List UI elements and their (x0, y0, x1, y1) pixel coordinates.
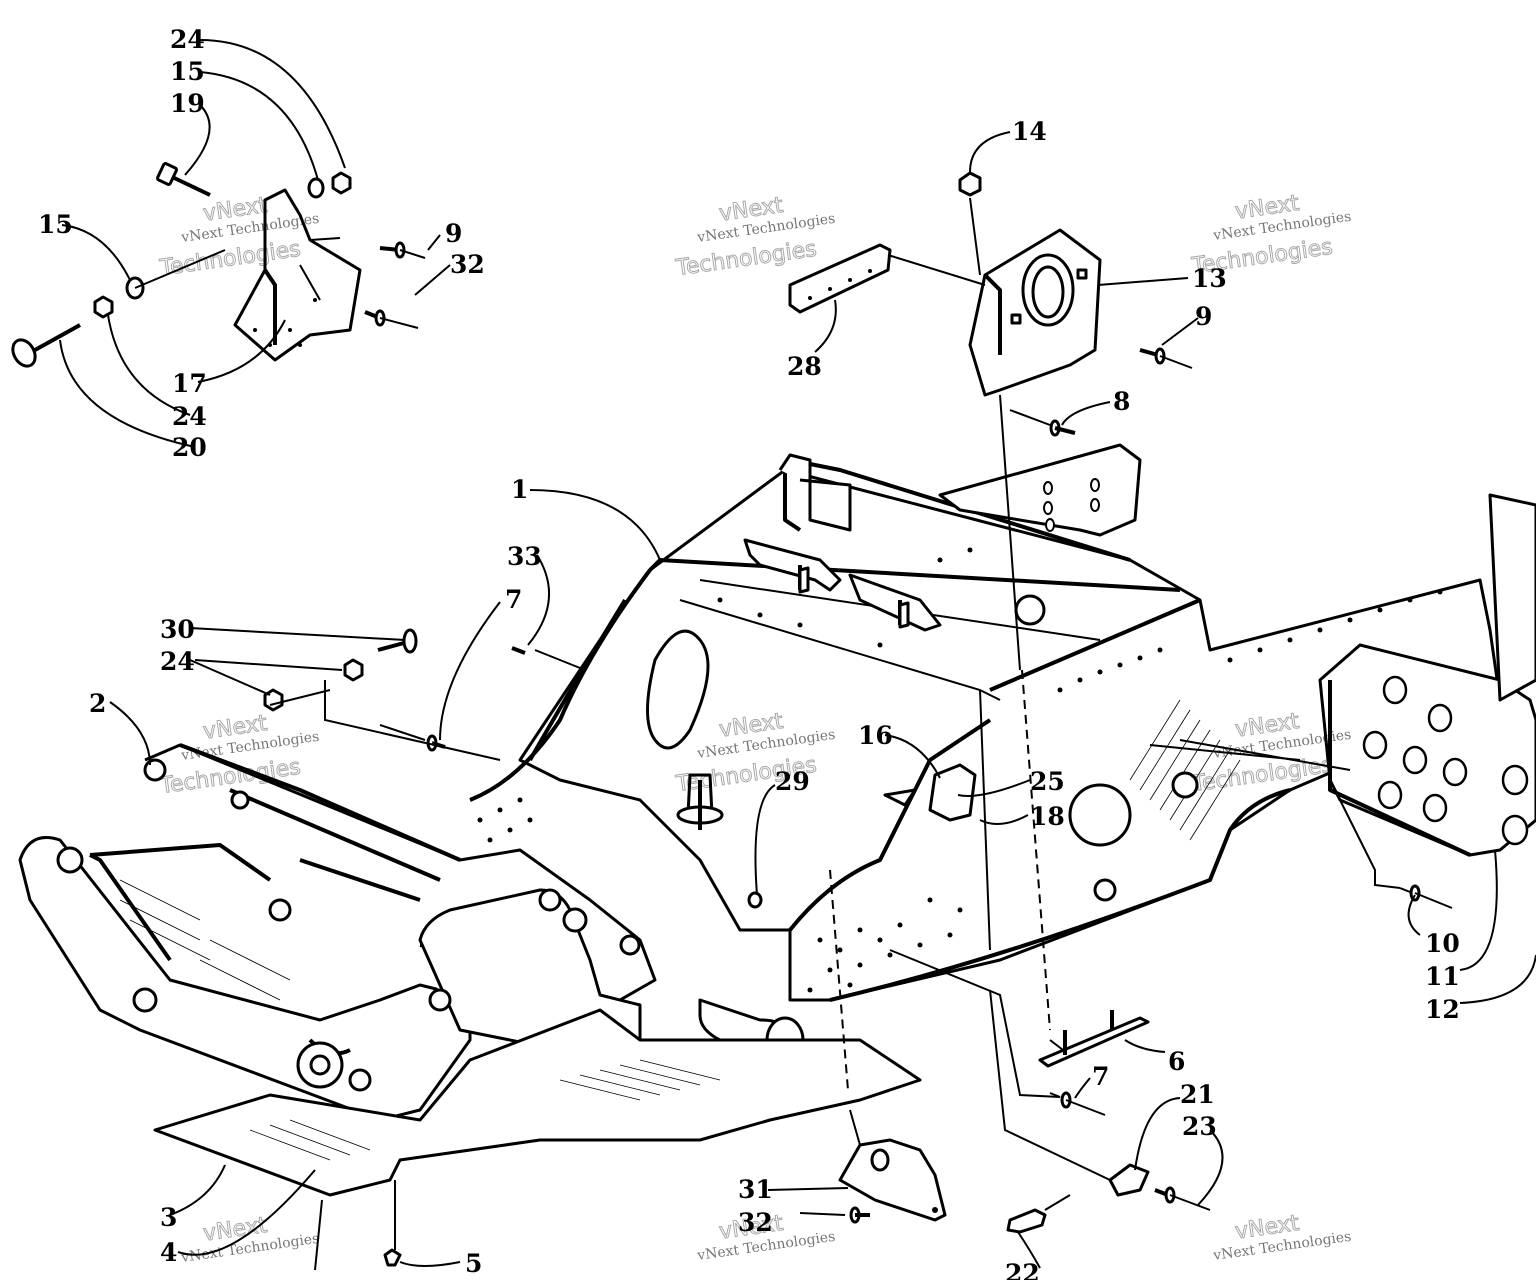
label-14: 14 (1012, 117, 1047, 146)
label-17: 17 (172, 369, 207, 398)
front-bumper-assembly (18, 743, 657, 1122)
label-4: 4 (160, 1238, 177, 1267)
label-10: 10 (1425, 929, 1460, 958)
strip-6 (1038, 1010, 1150, 1068)
label-16: 16 (858, 721, 893, 750)
svg-text:Technologies: Technologies (674, 237, 818, 282)
label-13: 13 (1192, 264, 1227, 293)
label-7-upper: 7 (505, 585, 522, 614)
label-32-bottom: 32 (738, 1208, 773, 1237)
label-5: 5 (465, 1249, 482, 1278)
label-2: 2 (89, 689, 106, 718)
bracket-16 (883, 763, 977, 822)
label-30: 30 (160, 615, 195, 644)
right-footrest-block (1318, 493, 1536, 857)
label-15-left: 15 (38, 210, 73, 239)
label-28: 28 (787, 352, 822, 381)
label-22: 22 (1005, 1259, 1040, 1280)
label-32-top: 32 (450, 250, 485, 279)
nut-14 (958, 171, 982, 197)
steering-bracket-17 (11, 162, 362, 368)
label-9-left: 9 (445, 219, 462, 248)
svg-text:Technologies: Technologies (1190, 235, 1334, 280)
label-6: 6 (1168, 1047, 1185, 1076)
label-15-top: 15 (170, 57, 205, 86)
rear-right-bracket (938, 443, 1142, 537)
label-3: 3 (160, 1203, 177, 1232)
label-12: 12 (1425, 995, 1460, 1024)
label-8: 8 (1113, 387, 1130, 416)
label-33: 33 (507, 542, 542, 571)
label-24-mid: 24 (160, 647, 195, 676)
label-19: 19 (170, 89, 205, 118)
label-1: 1 (511, 475, 528, 504)
label-23: 23 (1182, 1112, 1217, 1141)
label-24-left: 24 (172, 402, 207, 431)
bracket-31 (838, 1138, 947, 1222)
label-11: 11 (1425, 962, 1460, 991)
label-7-lower: 7 (1092, 1062, 1109, 1091)
label-9-right: 9 (1195, 302, 1212, 331)
latch-22 (1006, 1194, 1071, 1234)
bracket-21 (1108, 1163, 1150, 1197)
main-frame (469, 453, 1502, 1002)
label-20: 20 (172, 433, 207, 462)
leader-lines (59, 39, 1536, 1271)
part-labels: 24 15 19 15 9 32 17 24 20 14 13 9 28 8 1… (38, 25, 1460, 1280)
bearing-plate (968, 228, 1102, 397)
label-18: 18 (1030, 802, 1065, 831)
mounting-strip (788, 243, 892, 314)
label-24-top: 24 (170, 25, 205, 54)
steering-post (676, 773, 724, 830)
label-21: 21 (1180, 1080, 1215, 1109)
label-31: 31 (738, 1175, 773, 1204)
label-29: 29 (775, 767, 810, 796)
belly-pan (153, 1008, 922, 1197)
label-25: 25 (1030, 767, 1065, 796)
